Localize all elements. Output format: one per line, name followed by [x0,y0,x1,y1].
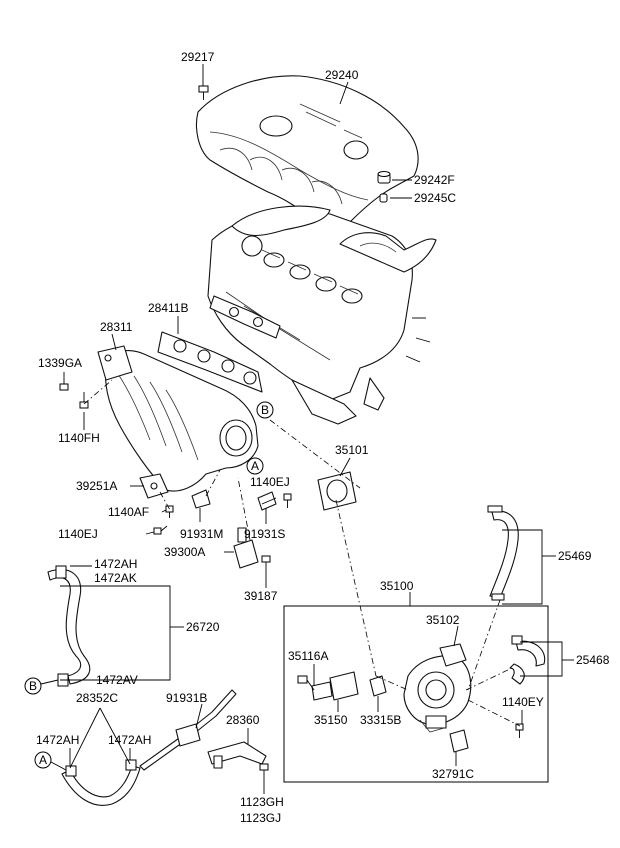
clip-91931M [191,489,211,509]
label-1472AH-top: 1472AH [94,557,137,571]
bolt-1140AF [165,505,174,518]
label-1339GA: 1339GA [38,356,82,370]
label-28311: 28311 [100,320,133,334]
marker-B-lower: B [24,677,59,695]
label-25468: 25468 [576,653,610,667]
marker-A-upper-label: A [251,459,259,473]
bolt-1123GH [259,763,269,782]
label-39187: 39187 [244,589,278,603]
label-1123GJ: 1123GJ [240,811,281,825]
bolt-1140EY [515,723,524,738]
gasket-33315B [369,675,387,697]
label-1140AF: 1140AF [108,505,149,519]
label-25469: 25469 [558,549,592,563]
label-91931S: 91931S [244,527,285,541]
hose-25468 [509,635,546,685]
label-1140FH: 1140FH [58,431,100,445]
label-29217: 29217 [181,50,215,64]
bolt-1140EJ-lower [153,525,168,535]
bolt-35116A [297,675,315,691]
bracket-39251A [139,473,169,499]
bracket-28360 [207,741,267,769]
marker-A-lower-label: A [39,753,47,767]
cover-pin [379,193,388,203]
marker-A-upper: A [246,457,264,475]
label-33315B: 33315B [360,713,401,727]
label-1472AV: 1472AV [96,673,138,687]
label-91931M: 91931M [180,527,223,541]
label-28360: 28360 [226,713,260,727]
label-1140EJ-upper: 1140EJ [250,475,290,489]
clip-91931S [257,491,277,511]
pipe-91931B [139,689,237,771]
label-28411B: 28411B [148,301,188,315]
part-labels: 29217 29240 29242F 29245C 28411B 28311 1… [36,50,610,825]
bracket-32791C [449,729,469,753]
label-91931B: 91931B [166,691,207,705]
label-1472AH-left: 1472AH [36,733,79,747]
label-32791C: 32791C [432,767,474,781]
tps-sensor [439,643,467,667]
bolt-1140EJ-upper [283,493,292,508]
throttle-body-frame [283,605,549,783]
hose-28352C [61,759,141,806]
bolt-1140FH [79,392,89,409]
marker-B-upper: B [256,401,274,419]
cover-grommet [377,171,391,184]
label-35102: 35102 [426,613,460,627]
idle-control-valve [311,671,359,701]
marker-B-upper-label: B [261,403,269,417]
bolt-1339GA [59,376,69,391]
engine-cover [195,75,419,223]
label-1472AH-right: 1472AH [108,733,151,747]
throttle-gasket [317,471,357,511]
hose-25469 [487,505,519,601]
intake-manifold [97,345,259,492]
label-1140EJ-lower: 1140EJ [58,527,98,541]
label-29245C: 29245C [414,191,456,205]
manifold-gasket [157,295,281,393]
label-35100: 35100 [380,579,414,593]
label-35150: 35150 [314,713,348,727]
cover-bolt [198,85,209,100]
label-26720: 26720 [186,620,220,634]
leader-lines [60,64,574,794]
label-35101: 35101 [335,443,369,457]
throttle-body [403,655,472,733]
label-1123GH: 1123GH [240,795,284,809]
label-39251A: 39251A [76,479,117,493]
map-sensor [233,527,259,569]
marker-B-lower-label: B [29,679,37,693]
hose-26720 [47,565,91,687]
bolt-39187 [261,555,271,572]
assembly-lines [83,379,521,727]
label-35116A: 35116A [288,649,328,663]
cylinder-head [207,205,437,425]
marker-A-lower: A [34,751,67,771]
label-39300A: 39300A [164,545,205,559]
label-29242F: 29242F [414,173,455,187]
label-1472AK: 1472AK [94,571,137,585]
label-1140EY: 1140EY [502,695,544,709]
label-29240: 29240 [325,68,359,82]
label-28352C: 28352C [76,691,118,705]
